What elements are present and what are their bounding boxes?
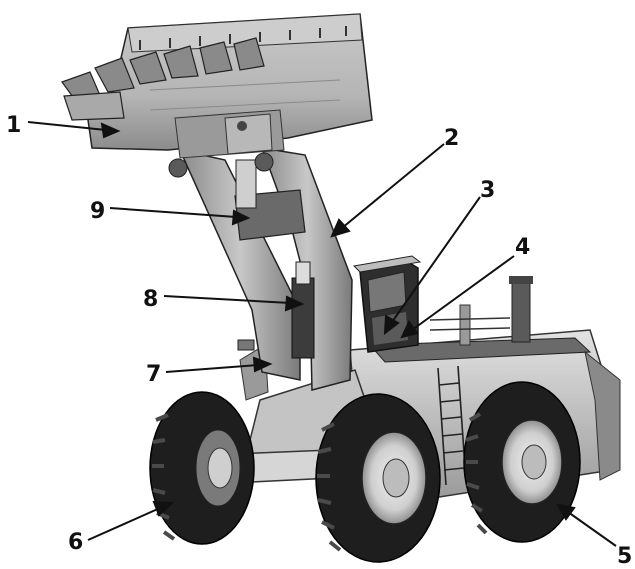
leader-line-2 — [330, 143, 445, 238]
callout-label-1: 1 — [6, 113, 21, 138]
callout-label-5: 5 — [617, 544, 632, 569]
front-left-wheel — [149, 391, 255, 545]
leader-line-8 — [163, 295, 305, 312]
leader-line-5 — [556, 503, 617, 547]
operator-cab — [352, 255, 422, 353]
callout-label-2: 2 — [444, 126, 459, 151]
leader-line-9 — [109, 207, 251, 226]
callout-label-9: 9 — [90, 199, 105, 224]
tilt-linkage — [234, 159, 306, 241]
leader-line-3 — [383, 196, 481, 336]
access-ladder — [437, 365, 467, 486]
callout-label-7: 7 — [146, 362, 161, 387]
callout-label-3: 3 — [480, 178, 495, 203]
bucket — [87, 13, 373, 178]
callout-label-6: 6 — [68, 530, 83, 555]
callout-label-4: 4 — [515, 235, 530, 260]
leader-line-4 — [400, 255, 515, 339]
leader-line-6 — [87, 500, 175, 541]
lift-arm-left — [178, 148, 301, 381]
leader-line-7 — [165, 356, 273, 373]
callout-label-8: 8 — [143, 287, 158, 312]
front-right-wheel — [315, 393, 441, 563]
rear-wheel — [463, 381, 581, 543]
lift-cylinder — [291, 261, 315, 359]
leader-line-1 — [27, 121, 121, 139]
bucket-teeth — [61, 37, 265, 121]
